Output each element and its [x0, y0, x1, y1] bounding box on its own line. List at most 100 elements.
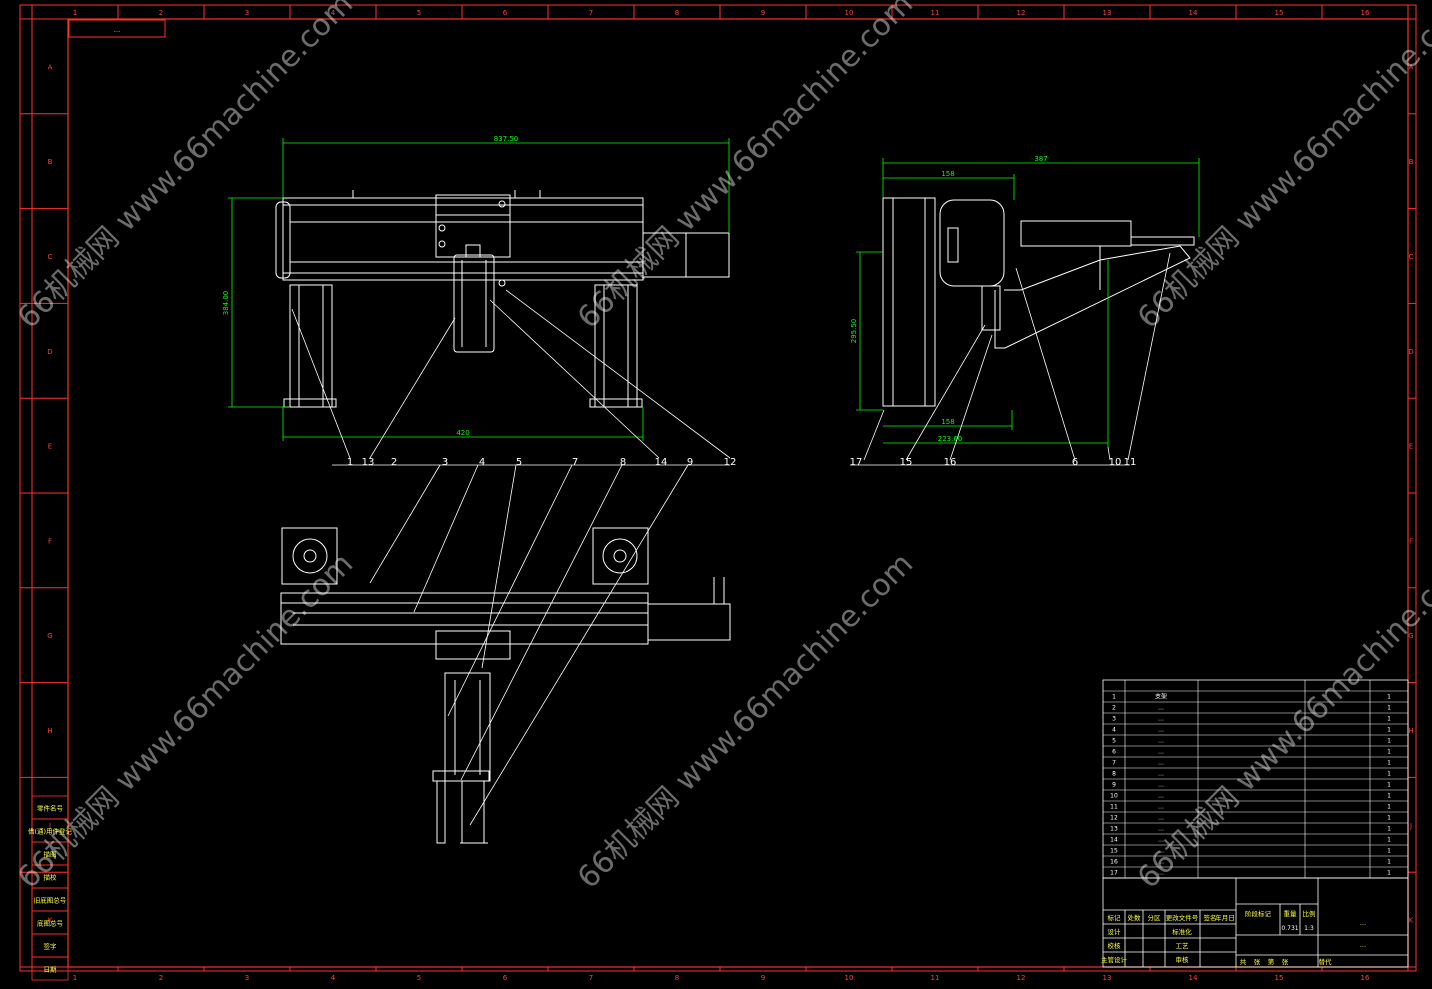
tb-head-sign: 签名	[1204, 913, 1217, 922]
bom-no: 5	[1112, 738, 1116, 745]
bom-qty: 1	[1387, 727, 1391, 734]
bom-qty: 1	[1387, 804, 1391, 811]
zone-col-bottom-1: 1	[73, 974, 77, 982]
callout-front-1: 1	[347, 457, 353, 468]
zone-col-top-2: 2	[159, 9, 163, 17]
bom-part: …	[1158, 870, 1164, 877]
bom-no: 6	[1112, 749, 1116, 756]
top-carriage	[435, 630, 511, 660]
zone-row-right-A: A	[1409, 63, 1414, 71]
front-gripper	[453, 254, 495, 353]
zone-col-top-10: 10	[845, 9, 854, 17]
side-gripper	[981, 285, 1001, 331]
callout-front-2: 2	[391, 457, 397, 468]
tb-sheet-2: 张	[1254, 957, 1261, 966]
callout-front-14: 14	[655, 457, 668, 468]
tb-head-zone: 分区	[1148, 913, 1162, 922]
watermarks: 66机械网 www.66machine.com 66机械网 www.66mach…	[11, 0, 1432, 896]
top-motor	[647, 603, 731, 641]
tb-replace: 替代	[1319, 957, 1333, 966]
callout-front-12: 12	[724, 457, 737, 468]
zone-col-bottom-7: 7	[589, 974, 593, 982]
watermark-2: 66机械网 www.66machine.com	[571, 0, 920, 336]
zone-row-left-H: H	[47, 727, 52, 735]
front-view	[275, 190, 730, 408]
zone-row-left-K: K	[48, 917, 53, 925]
bom-part: …	[1158, 760, 1164, 767]
zone-row-left-J: J	[48, 822, 51, 830]
zone-col-top-4: 4	[331, 9, 336, 17]
bom-part: …	[1158, 859, 1164, 866]
tb-sheet-4: 张	[1282, 957, 1289, 966]
callout-front-8: 8	[620, 457, 626, 468]
top-view	[280, 527, 731, 844]
watermark-3: 66机械网 www.66machine.com	[1131, 0, 1432, 336]
dim-front-height: 384.00	[222, 291, 230, 316]
bom-no: 8	[1112, 771, 1116, 778]
callout-front-4: 4	[479, 457, 485, 468]
bom-part: …	[1158, 738, 1164, 745]
left-label-4: 旧底图总号	[34, 896, 67, 905]
zone-col-top-13: 13	[1103, 9, 1112, 17]
zone-row-left-A: A	[48, 63, 53, 71]
bom-qty: 1	[1387, 771, 1391, 778]
zone-col-top-14: 14	[1189, 9, 1198, 17]
bom-no: 4	[1112, 727, 1116, 734]
zone-col-top-11: 11	[931, 9, 940, 17]
bom-qty: 1	[1387, 694, 1391, 701]
bom-part: 支架	[1155, 693, 1167, 701]
corner-tag-text: …	[114, 26, 121, 34]
bom-part: …	[1158, 749, 1164, 756]
callout-side-15: 15	[900, 457, 913, 468]
bom-qty: 1	[1387, 870, 1391, 877]
leader-lines	[291, 252, 1171, 826]
bom-no: 11	[1110, 804, 1118, 811]
bom-part: …	[1158, 793, 1164, 800]
dim-side-base: 158	[941, 418, 954, 426]
zone-labels: 1122334455667788991010111112121313141415…	[47, 9, 1413, 982]
zone-col-top-6: 6	[503, 9, 508, 17]
bom-qty: 1	[1387, 760, 1391, 767]
bom-no: 13	[1110, 826, 1118, 833]
dim-side-total: 387	[1034, 155, 1047, 163]
dim-side-base2: 223.60	[938, 435, 963, 443]
zone-row-right-B: B	[1409, 158, 1414, 166]
bom-part: …	[1158, 837, 1164, 844]
zone-col-bottom-15: 15	[1275, 974, 1284, 982]
tb-row-chief: 主管设计	[1101, 955, 1128, 964]
corner-tag-box	[68, 19, 166, 38]
tb-row-check: 校核	[1108, 941, 1122, 950]
bom-no: 1	[1112, 694, 1116, 701]
bom-no: 7	[1112, 760, 1116, 767]
zone-col-top-3: 3	[245, 9, 249, 17]
zone-row-left-B: B	[48, 158, 53, 166]
top-gripper-body	[444, 672, 491, 782]
bom-qty: 1	[1387, 738, 1391, 745]
bom-part: …	[1158, 716, 1164, 723]
left-label-7: 日期	[44, 966, 58, 974]
left-label-0: 零件名号	[37, 804, 64, 813]
dim-front-base: 420	[456, 429, 469, 437]
tb-process: 工艺	[1176, 942, 1190, 950]
bom-qty: 1	[1387, 749, 1391, 756]
tb-drawing-no: …	[1360, 941, 1367, 949]
top-profile-left	[281, 527, 338, 585]
zone-row-left-C: C	[48, 253, 53, 261]
zone-col-bottom-8: 8	[675, 974, 679, 982]
bom-part: …	[1158, 727, 1164, 734]
dim-side-height: 295.50	[850, 319, 858, 344]
tb-scale-label: 比例	[1303, 909, 1316, 918]
zone-col-bottom-4: 4	[331, 974, 336, 982]
bom-no: 3	[1112, 716, 1116, 723]
left-cell	[31, 956, 69, 981]
zone-row-left-D: D	[47, 348, 52, 356]
bom-part: …	[1158, 826, 1164, 833]
zone-col-bottom-16: 16	[1361, 974, 1370, 982]
zone-row-right-F: F	[1409, 537, 1413, 545]
bom-qty: 1	[1387, 716, 1391, 723]
zone-col-top-16: 16	[1361, 9, 1370, 17]
side-view	[882, 197, 1195, 407]
